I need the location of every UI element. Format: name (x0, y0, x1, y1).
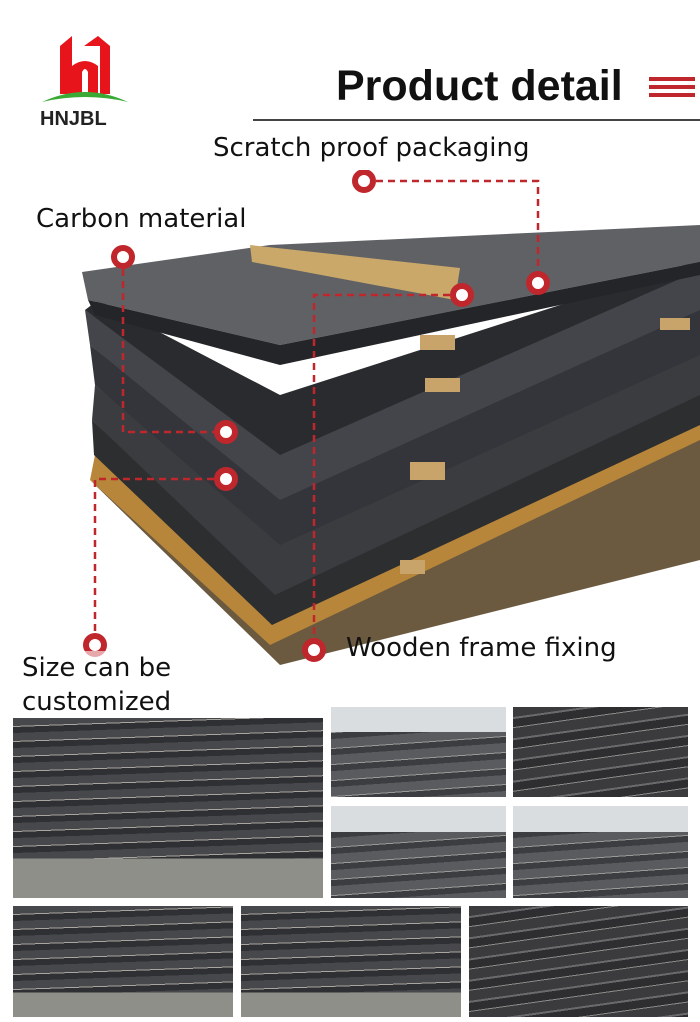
gallery-photo-2 (331, 707, 506, 797)
gallery-photo-8 (469, 906, 688, 1017)
label-scratch-proof: Scratch proof packaging (213, 133, 530, 163)
steel-plates-photo (82, 170, 700, 665)
marker-icon (214, 467, 238, 491)
gallery-photo-1 (13, 718, 323, 898)
header-divider (253, 119, 700, 121)
brand-logo (40, 36, 130, 106)
logo-text: HNJBL (40, 108, 107, 130)
label-carbon-material: Carbon material (36, 204, 247, 234)
page-title: Product detail (336, 62, 623, 110)
gallery-photo-4 (331, 806, 506, 898)
label-size-custom: Size can be customized (22, 651, 172, 719)
label-wooden-frame: Wooden frame fixing (346, 633, 617, 663)
gallery-photo-5 (513, 806, 688, 898)
marker-icon (214, 420, 238, 444)
logo-mark-icon (42, 36, 128, 102)
callout-lines (93, 179, 540, 650)
label-size-line2: customized (22, 687, 172, 717)
gallery-photo-3 (513, 707, 688, 797)
marker-icon (450, 283, 474, 307)
marker-icon (526, 271, 550, 295)
label-size-line1: Size can be (22, 653, 172, 683)
marker-icon (111, 245, 135, 269)
gallery-photo-7 (241, 906, 461, 1017)
marker-icon (302, 638, 326, 662)
marker-icon (352, 170, 376, 193)
gallery-photo-6 (13, 906, 233, 1017)
